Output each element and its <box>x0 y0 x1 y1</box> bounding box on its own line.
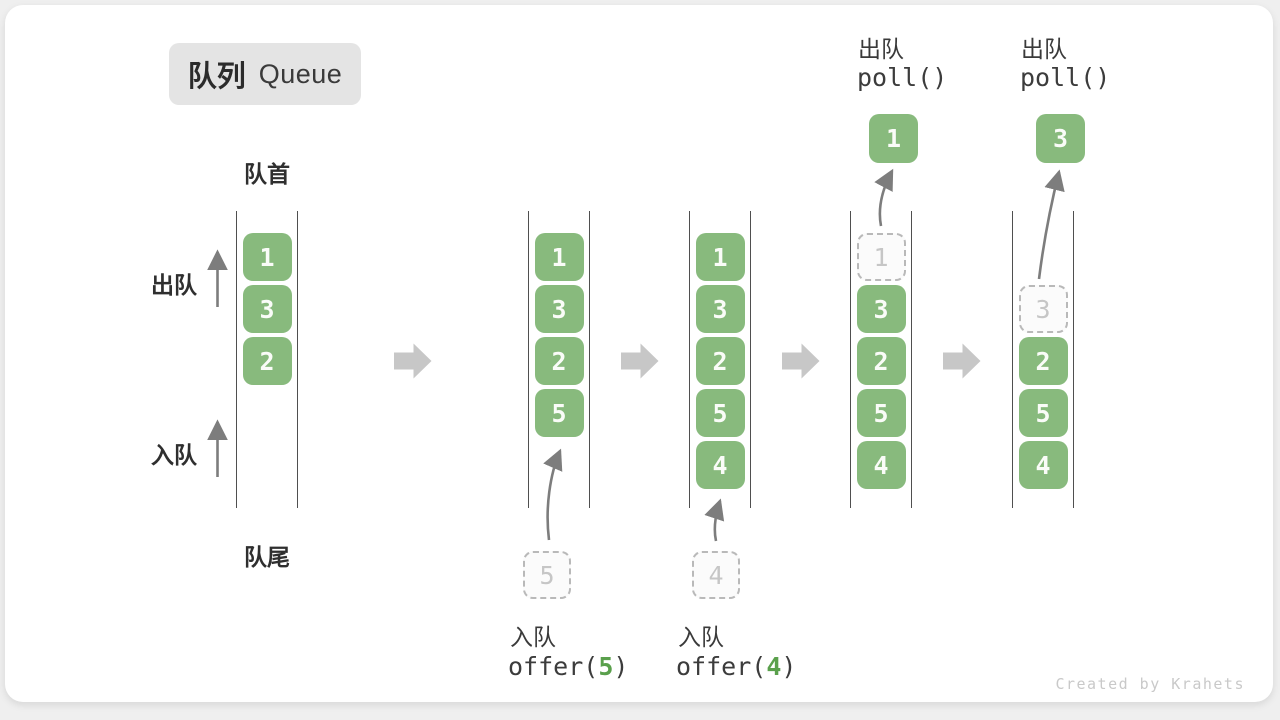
queue-cell: 3 <box>856 285 906 333</box>
queue-cell: 2 <box>1018 337 1068 385</box>
title-en: Queue <box>258 58 343 89</box>
queue-cell: 1 <box>695 233 745 281</box>
queue-state-2: 1 3 2 5 <box>528 211 590 508</box>
queue-cell: 2 <box>695 337 745 385</box>
queue-cell: 5 <box>534 389 584 437</box>
queue-state-3: 1 3 2 5 4 <box>689 211 751 508</box>
queue-cell: 5 <box>695 389 745 437</box>
polled-value-box: 3 <box>1036 114 1085 163</box>
enqueue-op-label: 入队 <box>678 624 724 650</box>
queue-front-label: 队首 <box>244 161 290 187</box>
pending-enqueue-box: 4 <box>692 551 740 599</box>
enqueue-side-label: 入队 <box>151 442 197 468</box>
queue-cell: 4 <box>695 441 745 489</box>
dequeue-side-label: 出队 <box>151 272 197 298</box>
queue-cell: 5 <box>1018 389 1068 437</box>
queue-rear-label: 队尾 <box>244 544 290 570</box>
pending-enqueue-box: 5 <box>523 551 571 599</box>
queue-cell: 3 <box>534 285 584 333</box>
polled-value-box: 1 <box>869 114 918 163</box>
code-fn: offer( <box>508 652 599 681</box>
queue-cell: 3 <box>242 285 292 333</box>
queue-cell: 2 <box>534 337 584 385</box>
code-arg: 5 <box>598 652 614 681</box>
code-close: ) <box>781 652 797 681</box>
queue-cell: 4 <box>856 441 906 489</box>
queue-cell: 2 <box>242 337 292 385</box>
queue-state-5: 3 2 5 4 <box>1012 211 1074 508</box>
code-arg: 4 <box>766 652 782 681</box>
dequeue-op-code: poll() <box>857 63 948 92</box>
code-close: ) <box>613 652 629 681</box>
enqueue-op-label: 入队 <box>510 624 556 650</box>
removed-queue-cell: 1 <box>856 233 906 281</box>
title-zh: 队列 <box>187 61 246 93</box>
enqueue-op-code: offer(5) <box>508 652 628 681</box>
removed-queue-cell: 3 <box>1018 285 1068 333</box>
queue-state-1: 1 3 2 <box>236 211 298 508</box>
title-badge: 队列 Queue <box>169 43 361 105</box>
dequeue-op-label: 出队 <box>858 36 904 62</box>
figure-card <box>5 5 1273 702</box>
queue-state-4: 1 3 2 5 4 <box>850 211 912 508</box>
code-fn: offer( <box>676 652 767 681</box>
queue-cell: 3 <box>695 285 745 333</box>
dequeue-op-code: poll() <box>1020 63 1111 92</box>
queue-cell: 1 <box>242 233 292 281</box>
enqueue-op-code: offer(4) <box>676 652 796 681</box>
watermark-credit: Created by Krahets <box>1055 675 1245 693</box>
queue-cell: 4 <box>1018 441 1068 489</box>
queue-cell: 1 <box>534 233 584 281</box>
queue-cell: 2 <box>856 337 906 385</box>
queue-cell: 5 <box>856 389 906 437</box>
dequeue-op-label: 出队 <box>1021 36 1067 62</box>
